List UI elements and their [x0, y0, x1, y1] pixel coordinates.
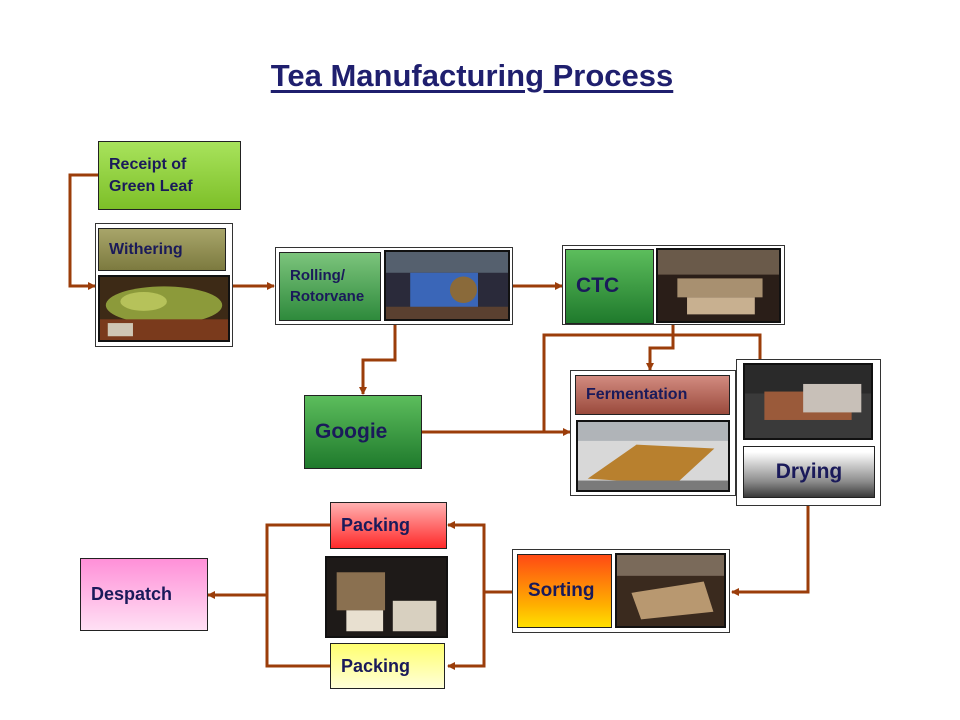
step-packing-top: Packing [330, 502, 447, 549]
step-label: Packing [341, 515, 411, 536]
step-label: Packing [341, 655, 411, 676]
arrow-receipt-to-withering [68, 173, 98, 290]
step-packing-bottom: Packing [330, 643, 445, 689]
ctc-machine-photo [656, 248, 781, 323]
step-sorting: Sorting [517, 554, 612, 628]
step-despatch: Despatch [80, 558, 208, 631]
arrow-ctc-to-fermentation [646, 325, 675, 371]
step-withering: Withering [98, 228, 226, 271]
step-drying: Drying [743, 446, 875, 498]
step-googie: Googie [304, 395, 422, 469]
step-receipt-of-green-leaf: Receipt of Green Leaf [98, 141, 241, 210]
step-label: Drying [775, 459, 843, 483]
arrow-rolling-to-googie [359, 324, 397, 395]
step-label: Googie [315, 419, 388, 443]
arrow-sorting-to-packing [447, 521, 512, 594]
dryer-machine-photo [743, 363, 873, 440]
step-label: CTC [576, 274, 620, 298]
step-fermentation: Fermentation [575, 375, 730, 415]
step-label: Receipt of Green Leaf [109, 155, 193, 195]
step-label: Withering [109, 240, 183, 258]
rolling-machine-photo [384, 250, 510, 321]
page-title: Tea Manufacturing Process [270, 58, 674, 93]
step-label: Despatch [91, 584, 173, 605]
step-label: Rolling/ Rotorvane [290, 267, 365, 305]
sorting-machine-photo [615, 553, 726, 628]
step-label: Fermentation [586, 386, 688, 404]
step-rolling-rotorvane: Rolling/ Rotorvane [279, 252, 381, 321]
arrow-packing-to-despatch [208, 523, 330, 668]
packing-area-photo [325, 556, 448, 638]
arrow-sorting-to-packing-lower [447, 592, 486, 670]
step-label: Sorting [528, 580, 595, 602]
fermentation-floor-photo [576, 420, 730, 492]
arrow-drying-to-sorting [731, 506, 810, 596]
withering-trough-photo [98, 275, 230, 342]
step-ctc: CTC [565, 249, 654, 324]
